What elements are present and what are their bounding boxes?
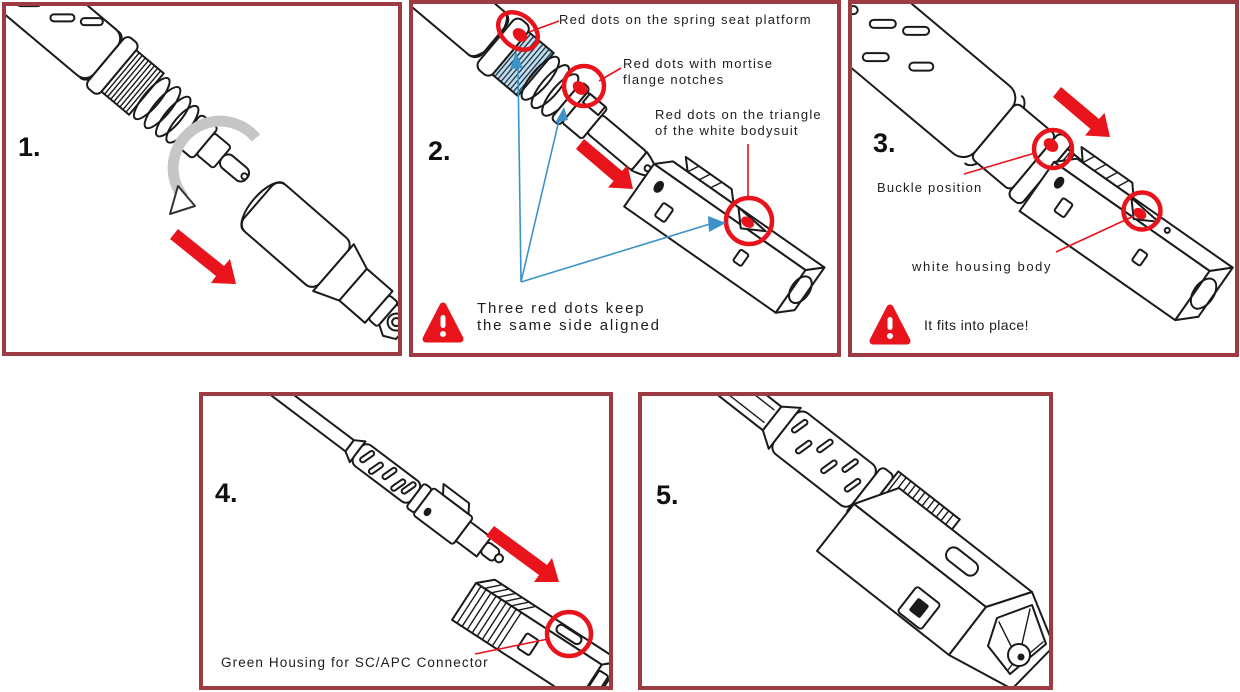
step-number: 2. [428,136,451,166]
connector-body-drawing [413,4,657,178]
callout-white-housing: white housing body [912,259,1053,274]
panel-step-2: 2. Red dots on the spring seat platform … [409,0,841,357]
boot-drawing [240,181,398,341]
panel-step-4: 4. Green Housing for SC/APC Connector [199,392,613,690]
callout-triangle-line1: Red dots on the triangle [655,107,822,122]
step-number: 1. [18,132,41,162]
callout-mortise-line1: Red dots with mortise [623,56,774,71]
panel-step-3: 3. Buckle position white housing body It… [848,0,1239,357]
step-2-illustration [413,4,826,343]
sc-housing-drawing [816,487,1049,686]
callout-triangle-line2: of the white bodysuit [655,123,799,138]
red-circle-highlight-icon [561,63,607,109]
callout-triangle: Red dots on the triangle of the white bo… [655,107,822,139]
cable-connector-drawing [267,396,505,564]
callout-buckle-position: Buckle position [877,180,983,195]
red-dot-icon [572,81,588,95]
callout-leader-lines [963,152,1135,253]
panel-step-1: 1. [2,2,402,356]
callout-leader-lines [528,20,749,200]
panel-step-5: 5. [638,392,1053,690]
blue-alignment-lines [510,52,726,283]
white-housing-drawing [1018,146,1234,322]
direction-arrow-icon [1053,87,1110,137]
red-circle-highlight-icon [544,609,594,659]
exclamation-warning-icon [869,304,911,345]
rotate-arrow-icon [167,115,261,215]
warning-note: Three red dots keep the same side aligne… [477,300,661,334]
red-circle-highlight-icon [1031,127,1075,171]
direction-arrow-icon [486,526,559,582]
callout-mortise: Red dots with mortise flange notches [623,56,773,88]
green-housing-drawing [451,578,609,686]
step-4-illustration [267,396,609,686]
callout-green-housing: Green Housing for SC/APC Connector [221,655,489,670]
step-number: 3. [873,128,896,158]
warning-note: It fits into place! [924,317,1029,333]
warning-line2: the same side aligned [477,316,661,334]
direction-arrow-icon [170,229,236,284]
warning-line1: Three red dots keep [477,300,646,317]
callout-spring-seat: Red dots on the spring seat platform [559,12,812,27]
callout-mortise-line2: flange notches [623,72,725,87]
step-number: 4. [215,478,238,508]
red-circle-highlight-icon [1121,190,1163,232]
step-3-illustration [852,4,1234,345]
red-circle-highlight-icon [496,10,540,52]
white-bodysuit-drawing [623,155,826,314]
red-dot-icon [1133,207,1147,220]
direction-arrow-icon [576,139,633,189]
step-1-illustration [6,6,398,341]
red-dot-icon [741,216,754,228]
red-dot-icon [512,28,528,42]
callout-leader-line [474,638,549,655]
connector-body-drawing [6,6,251,183]
step-number: 5. [656,480,679,510]
step-5-illustration [717,396,1049,686]
exclamation-warning-icon [422,302,464,343]
red-circle-highlight-icon [723,195,775,247]
red-dot-icon [1043,138,1059,152]
